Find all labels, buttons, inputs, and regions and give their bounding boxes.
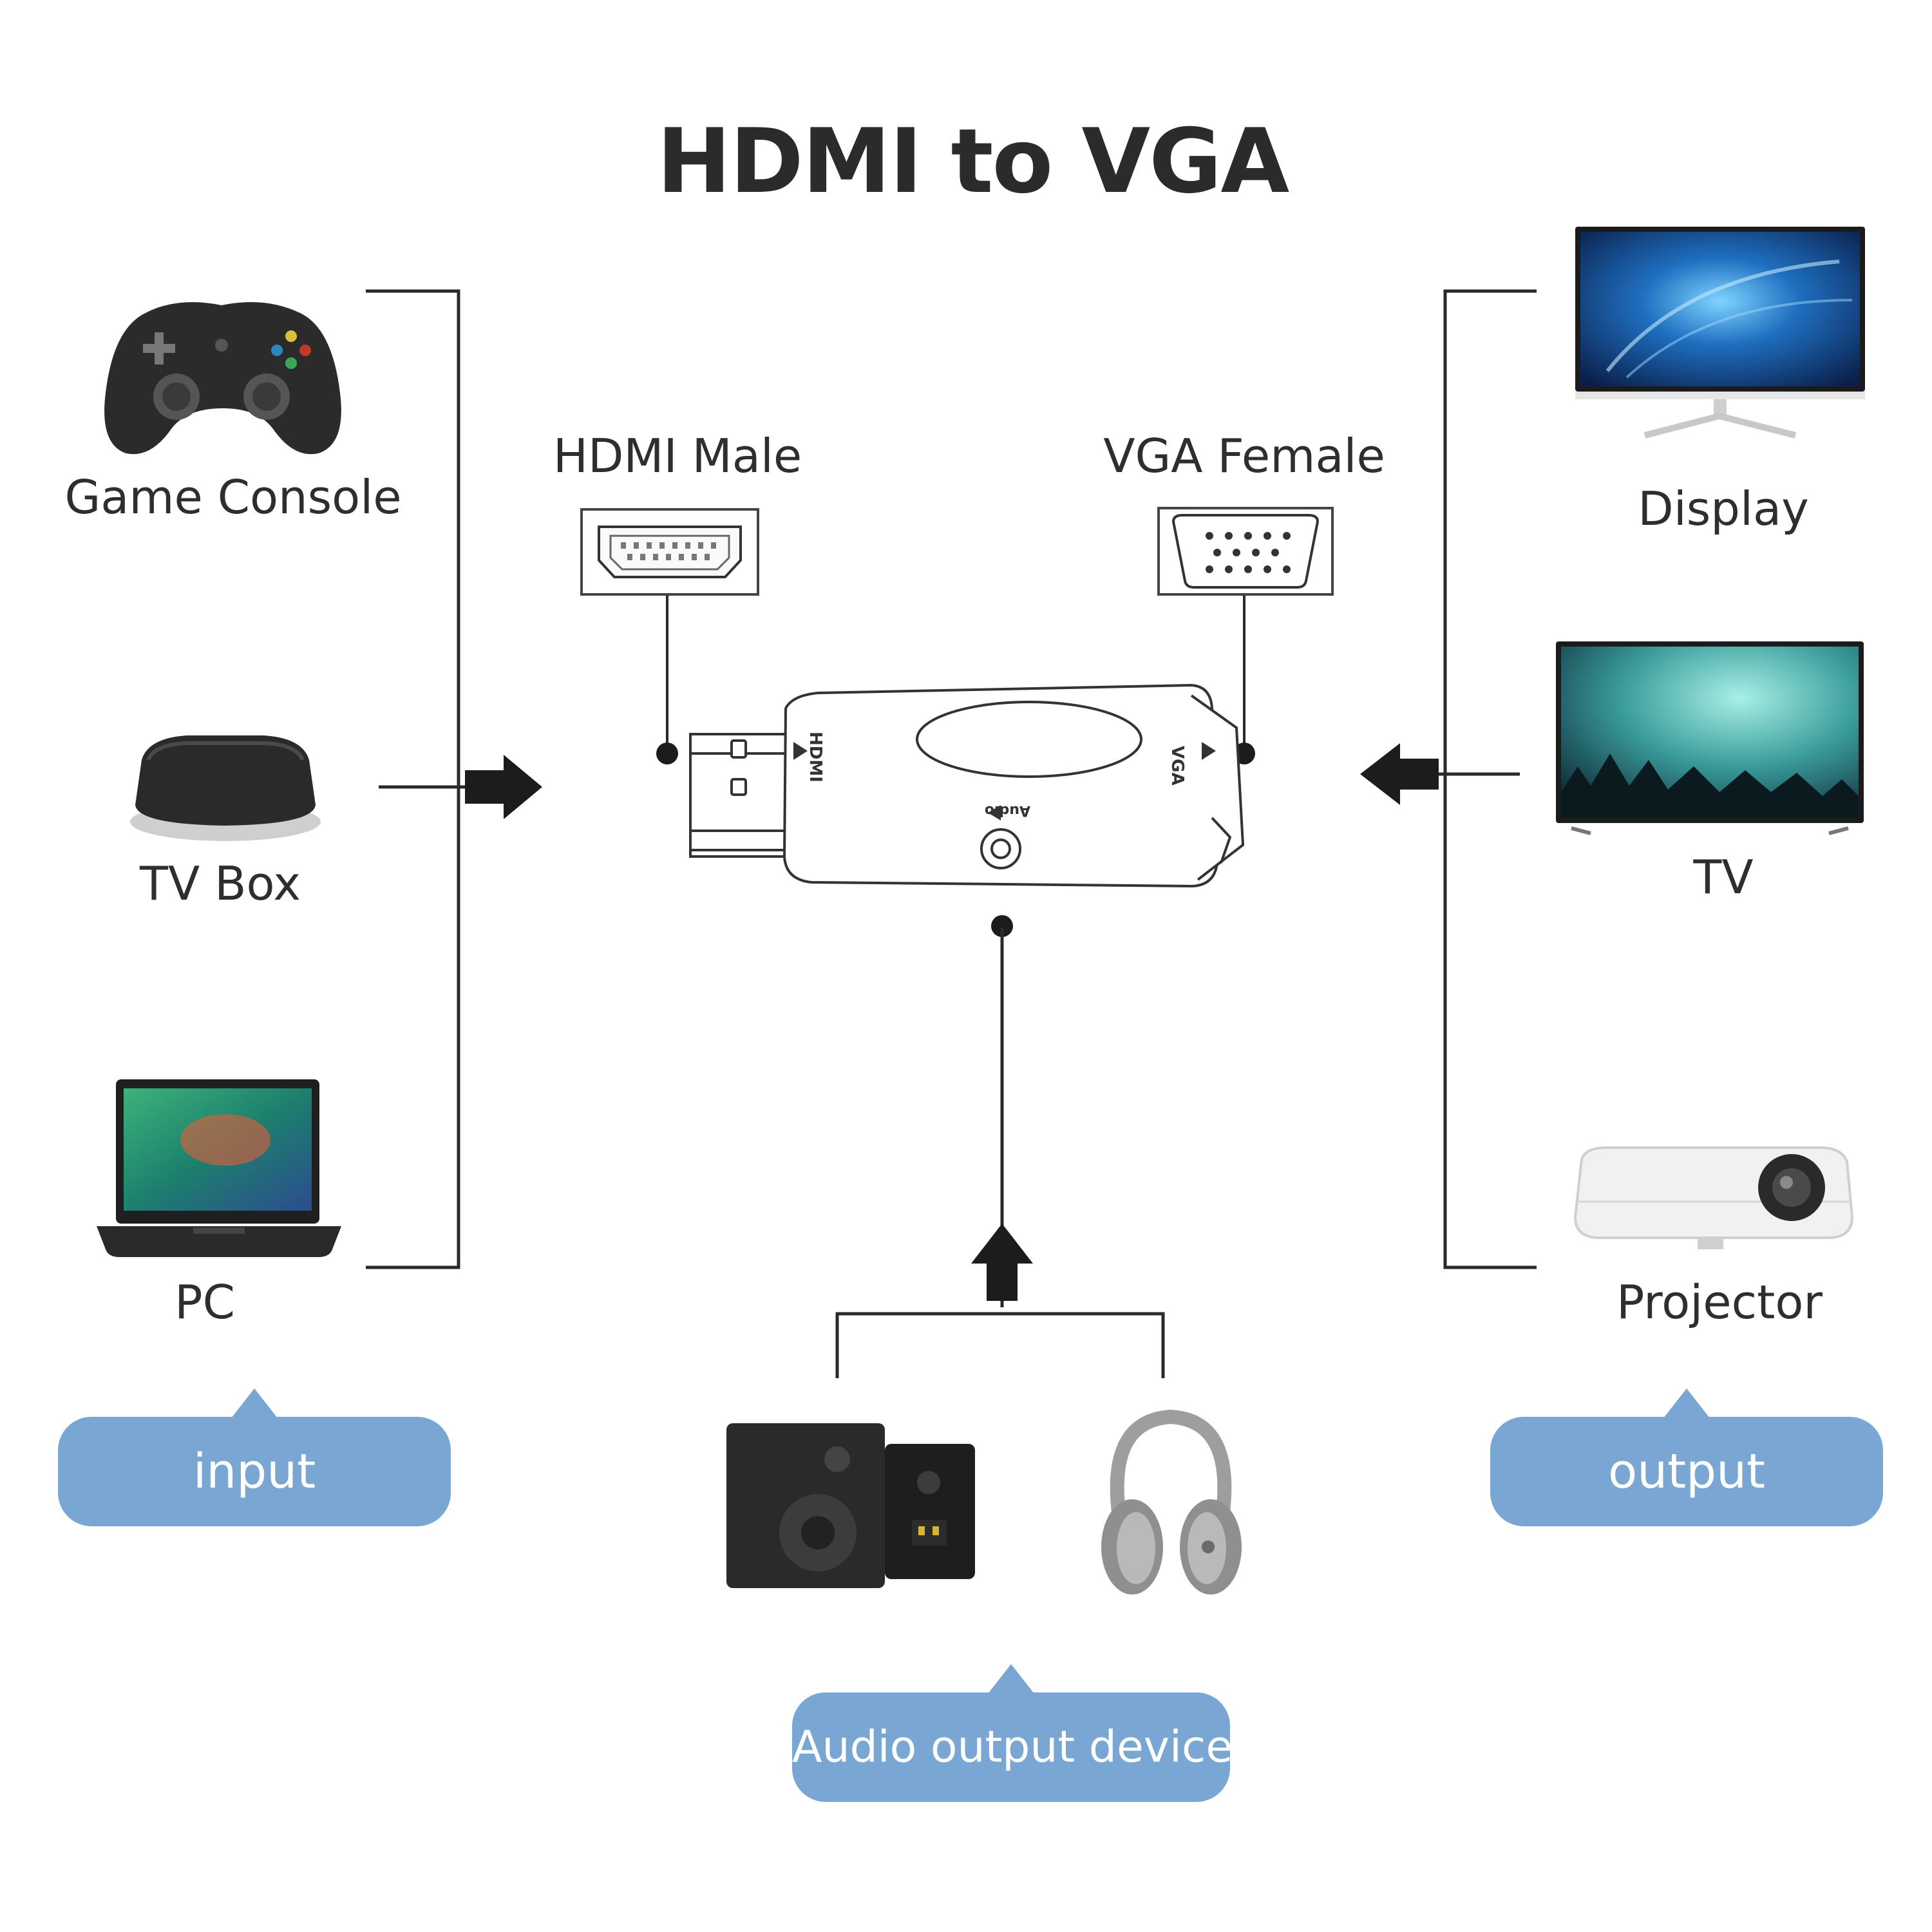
pc-label: PC — [175, 1275, 235, 1329]
hdmi-male-label: HDMI Male — [553, 429, 802, 483]
input-arrow — [465, 755, 542, 819]
monitor-icon — [1575, 227, 1865, 439]
projector-label: Projector — [1616, 1275, 1823, 1329]
adapter-vga-mark: VGA — [1168, 746, 1187, 786]
adapter-hdmi-mark: HDMI — [806, 732, 825, 782]
speaker-icon — [726, 1423, 975, 1588]
input-bracket — [366, 289, 460, 1269]
output-arrow — [1360, 743, 1439, 805]
input-group-label: input — [193, 1444, 316, 1499]
audio-group-label: Audio output device — [792, 1721, 1233, 1773]
tv-icon — [1556, 641, 1864, 835]
adapter-drawing: HDMI VGA Audio — [689, 683, 1245, 888]
audio-arrow — [971, 1224, 1033, 1301]
display-label: Display — [1638, 482, 1809, 536]
tv-label: TV — [1693, 850, 1754, 904]
tv-box-icon — [130, 735, 321, 841]
hdmi-port-icon — [580, 508, 759, 596]
projector-icon — [1573, 1146, 1854, 1249]
input-group-pill: input — [58, 1388, 451, 1526]
output-bracket — [1443, 289, 1537, 1269]
adapter-audio-mark: Audio — [985, 802, 1030, 819]
headphones-icon — [1101, 1409, 1242, 1595]
output-group-pill: output — [1490, 1388, 1883, 1526]
audio-bracket — [835, 1312, 1165, 1378]
vga-female-label: VGA Female — [1103, 429, 1385, 483]
game-controller-icon — [104, 302, 341, 455]
vga-port-icon — [1157, 507, 1334, 596]
page-title: HDMI to VGA — [656, 109, 1289, 213]
laptop-icon — [97, 1079, 341, 1257]
audio-group-pill: Audio output device — [792, 1664, 1233, 1802]
tv-box-label: TV Box — [140, 857, 301, 911]
output-group-label: output — [1607, 1444, 1766, 1499]
game-console-label: Game Console — [64, 470, 402, 524]
